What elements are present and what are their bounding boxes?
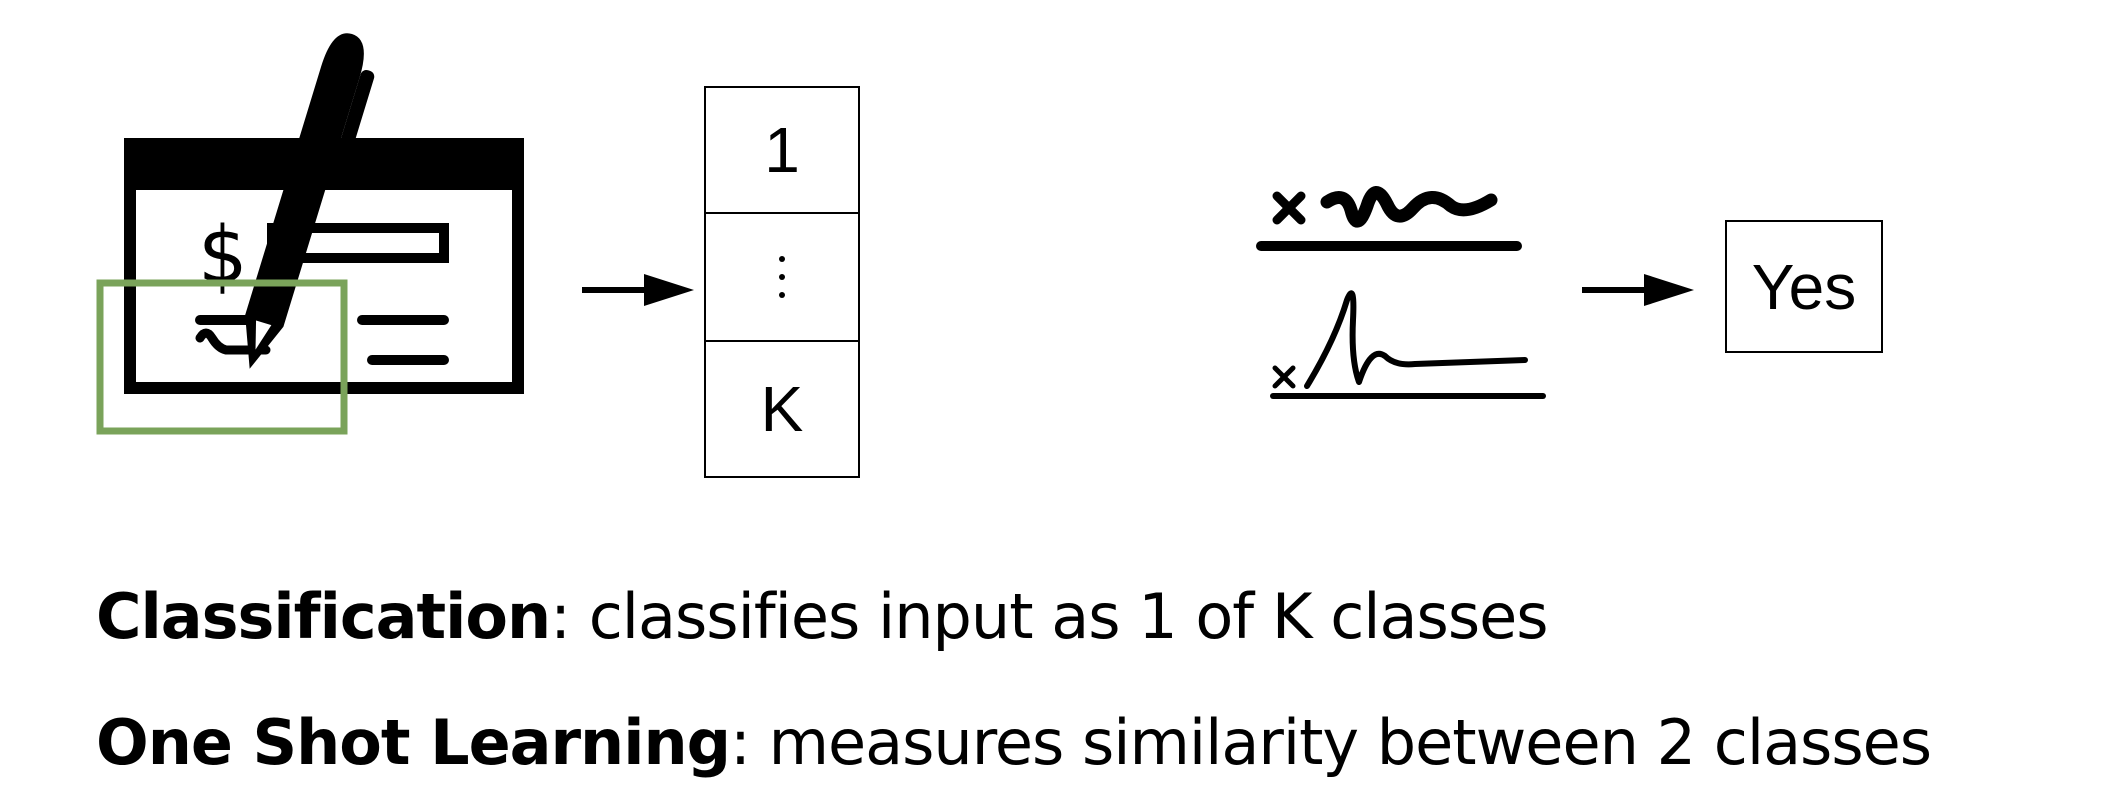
class-label-first: 1	[764, 114, 800, 186]
svg-text:$: $	[198, 211, 248, 301]
check-with-pen-icon: $	[96, 33, 524, 435]
one-shot-term: One Shot Learning	[96, 706, 731, 779]
arrow-right-icon	[1582, 274, 1694, 306]
classification-term: Classification	[96, 580, 551, 653]
class-box-ellipsis	[704, 214, 860, 342]
vertical-ellipsis-icon	[779, 256, 785, 298]
class-box-first: 1	[704, 86, 860, 214]
caption-one-shot-learning: One Shot Learning: measures similarity b…	[96, 706, 1932, 779]
class-label-last: K	[760, 373, 804, 445]
signature-pair-icon	[1256, 186, 1546, 399]
one-shot-description: : measures similarity between 2 classes	[729, 706, 1932, 779]
output-box: Yes	[1725, 220, 1883, 353]
classification-description: : classifies input as 1 of K classes	[550, 580, 1548, 653]
caption-classification: Classification: classifies input as 1 of…	[96, 580, 1549, 653]
class-box-last: K	[704, 342, 860, 478]
arrow-right-icon	[582, 274, 694, 306]
output-label: Yes	[1751, 250, 1857, 323]
